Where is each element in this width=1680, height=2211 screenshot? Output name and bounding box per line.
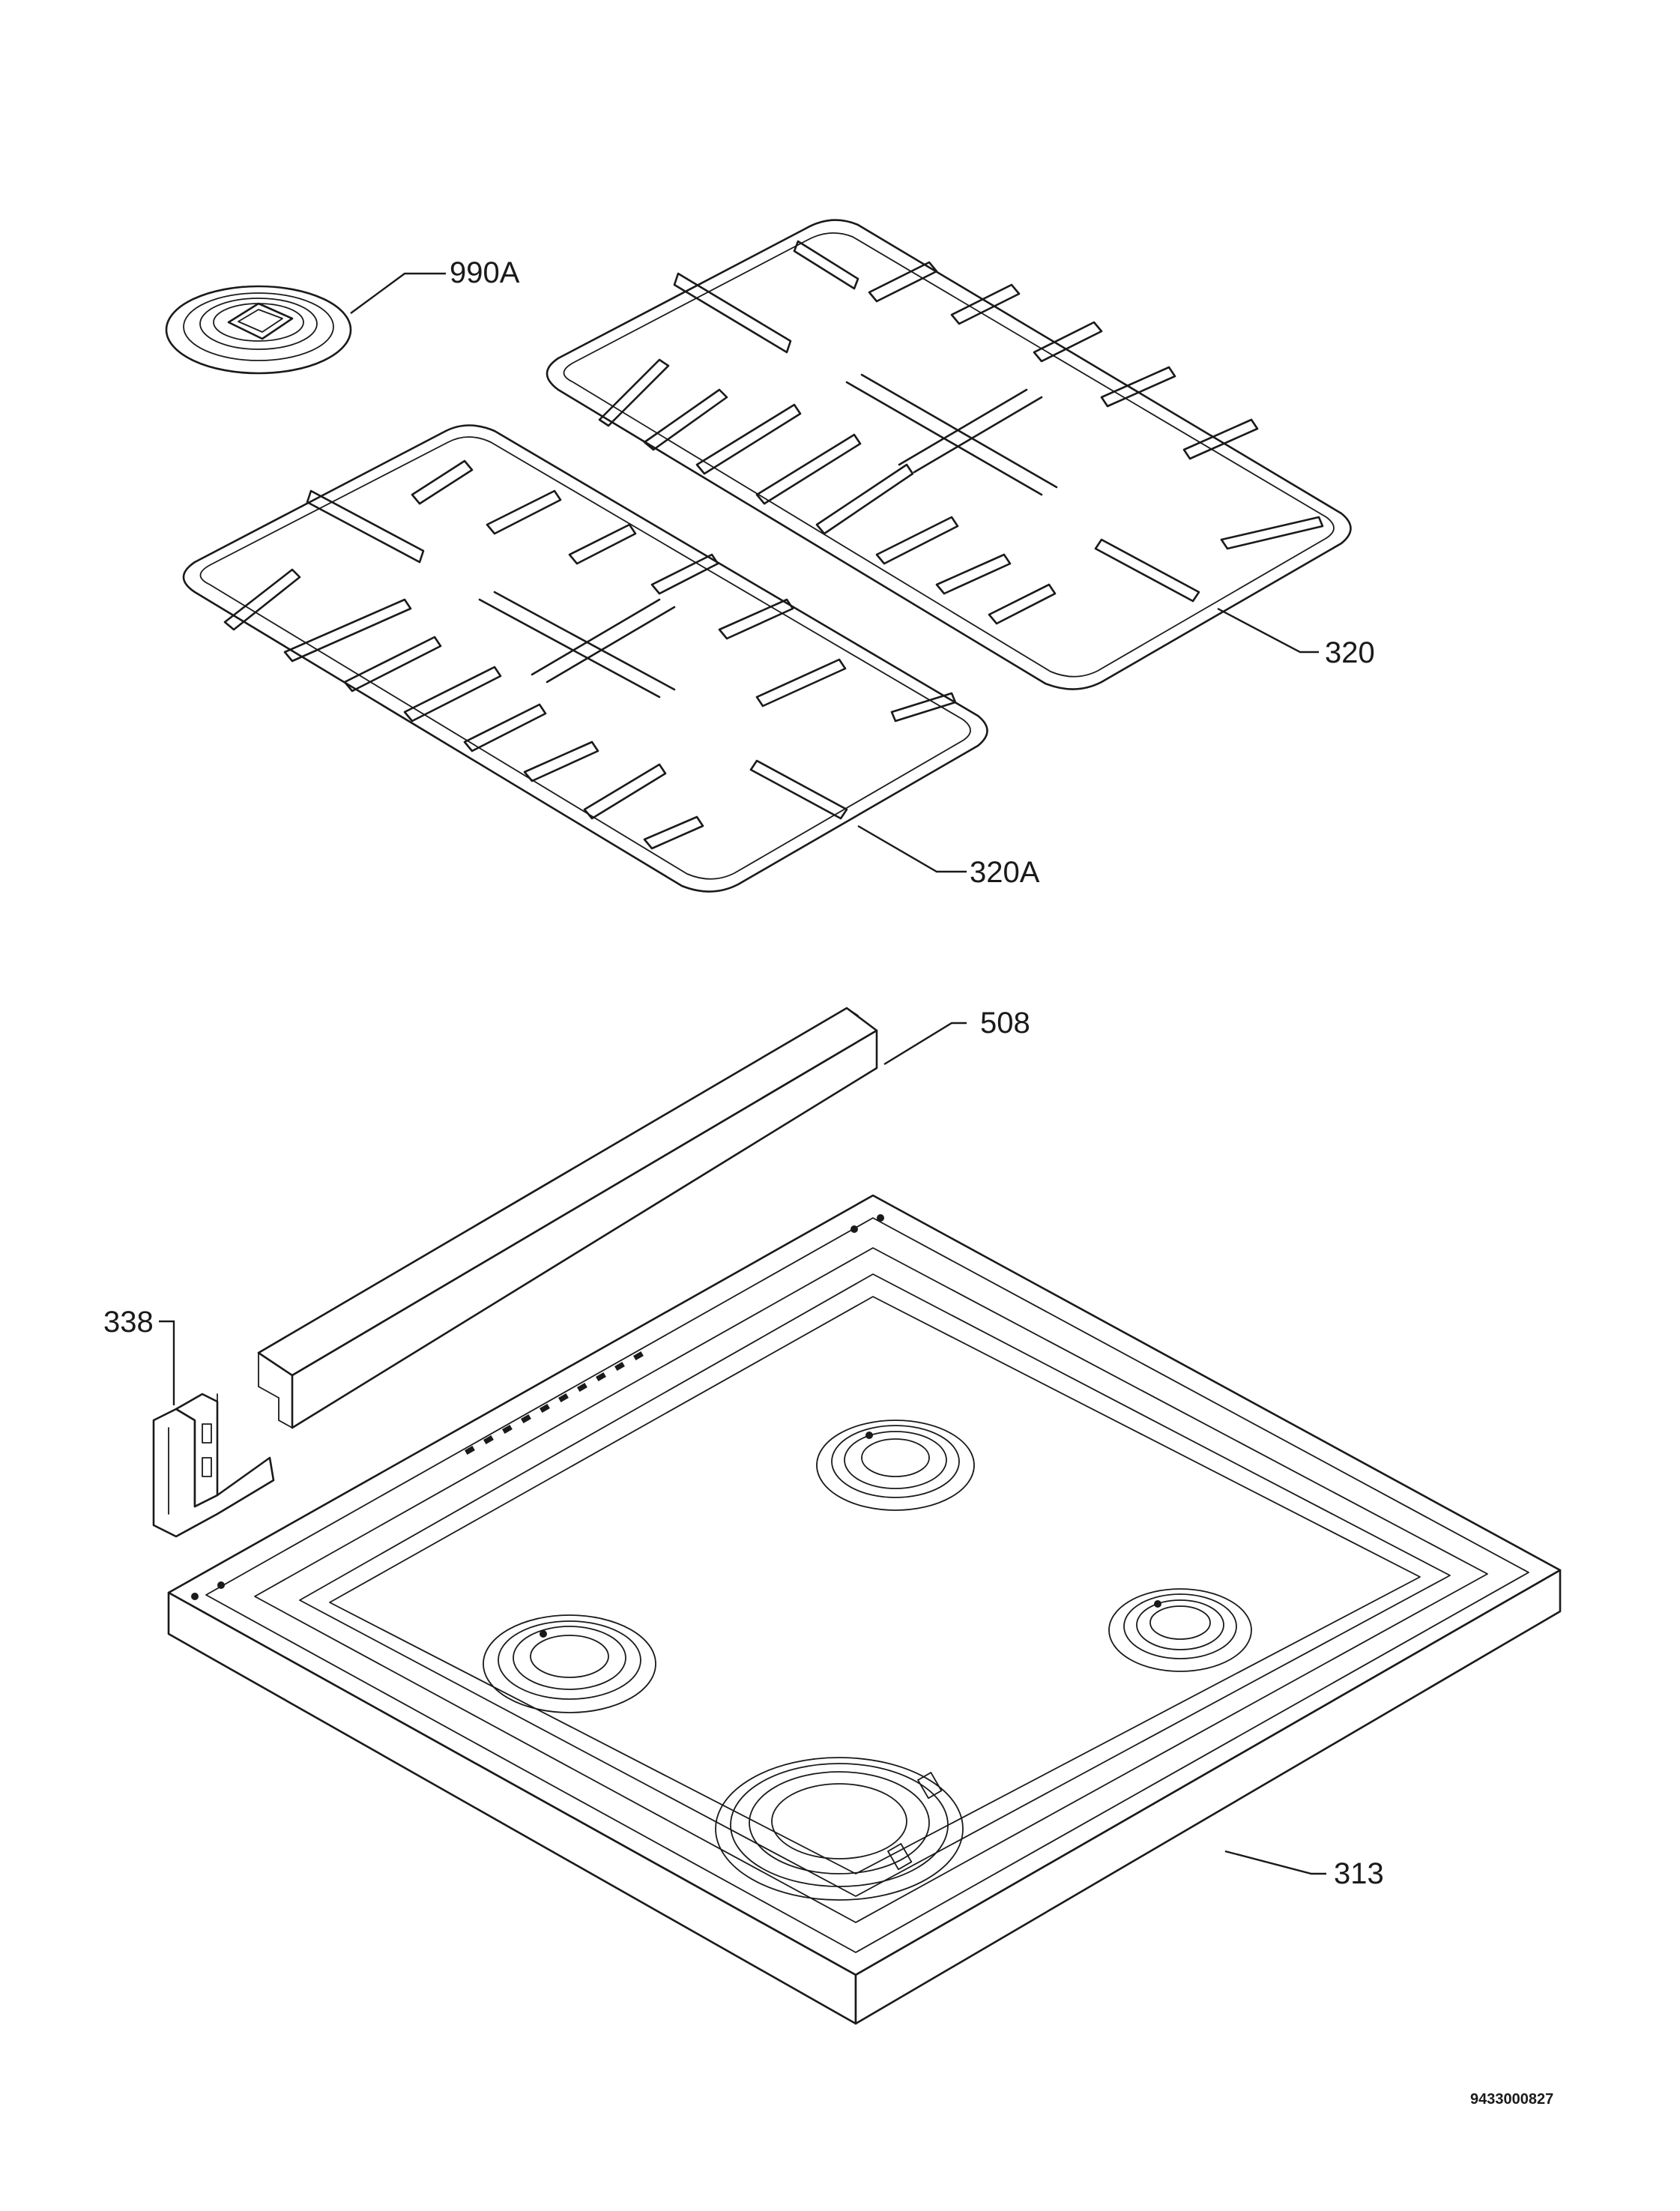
vent-slots — [464, 1351, 644, 1456]
callout-320A: 320A — [970, 856, 1040, 889]
burner-ring-rear-right — [1108, 1588, 1252, 1672]
burner-cap-part — [165, 285, 352, 375]
pan-support-left-part — [182, 424, 988, 893]
bracket-part — [152, 1393, 275, 1538]
burner-ring-rear-left — [816, 1420, 975, 1511]
callout-313: 313 — [1334, 1857, 1384, 1890]
callout-338: 338 — [103, 1306, 154, 1339]
burner-ring-front-left — [483, 1614, 656, 1713]
callout-508: 508 — [980, 1007, 1030, 1040]
callout-320: 320 — [1325, 636, 1375, 669]
hob-top-part — [167, 1194, 1562, 2025]
leader-lines — [159, 272, 1326, 1875]
callout-990A: 990A — [450, 256, 520, 289]
document-id: 9433000827 — [1470, 2091, 1553, 2108]
pan-support-right-part — [546, 219, 1352, 690]
trim-strip-part — [257, 1007, 878, 1429]
burner-ring-front-large — [715, 1757, 964, 1901]
